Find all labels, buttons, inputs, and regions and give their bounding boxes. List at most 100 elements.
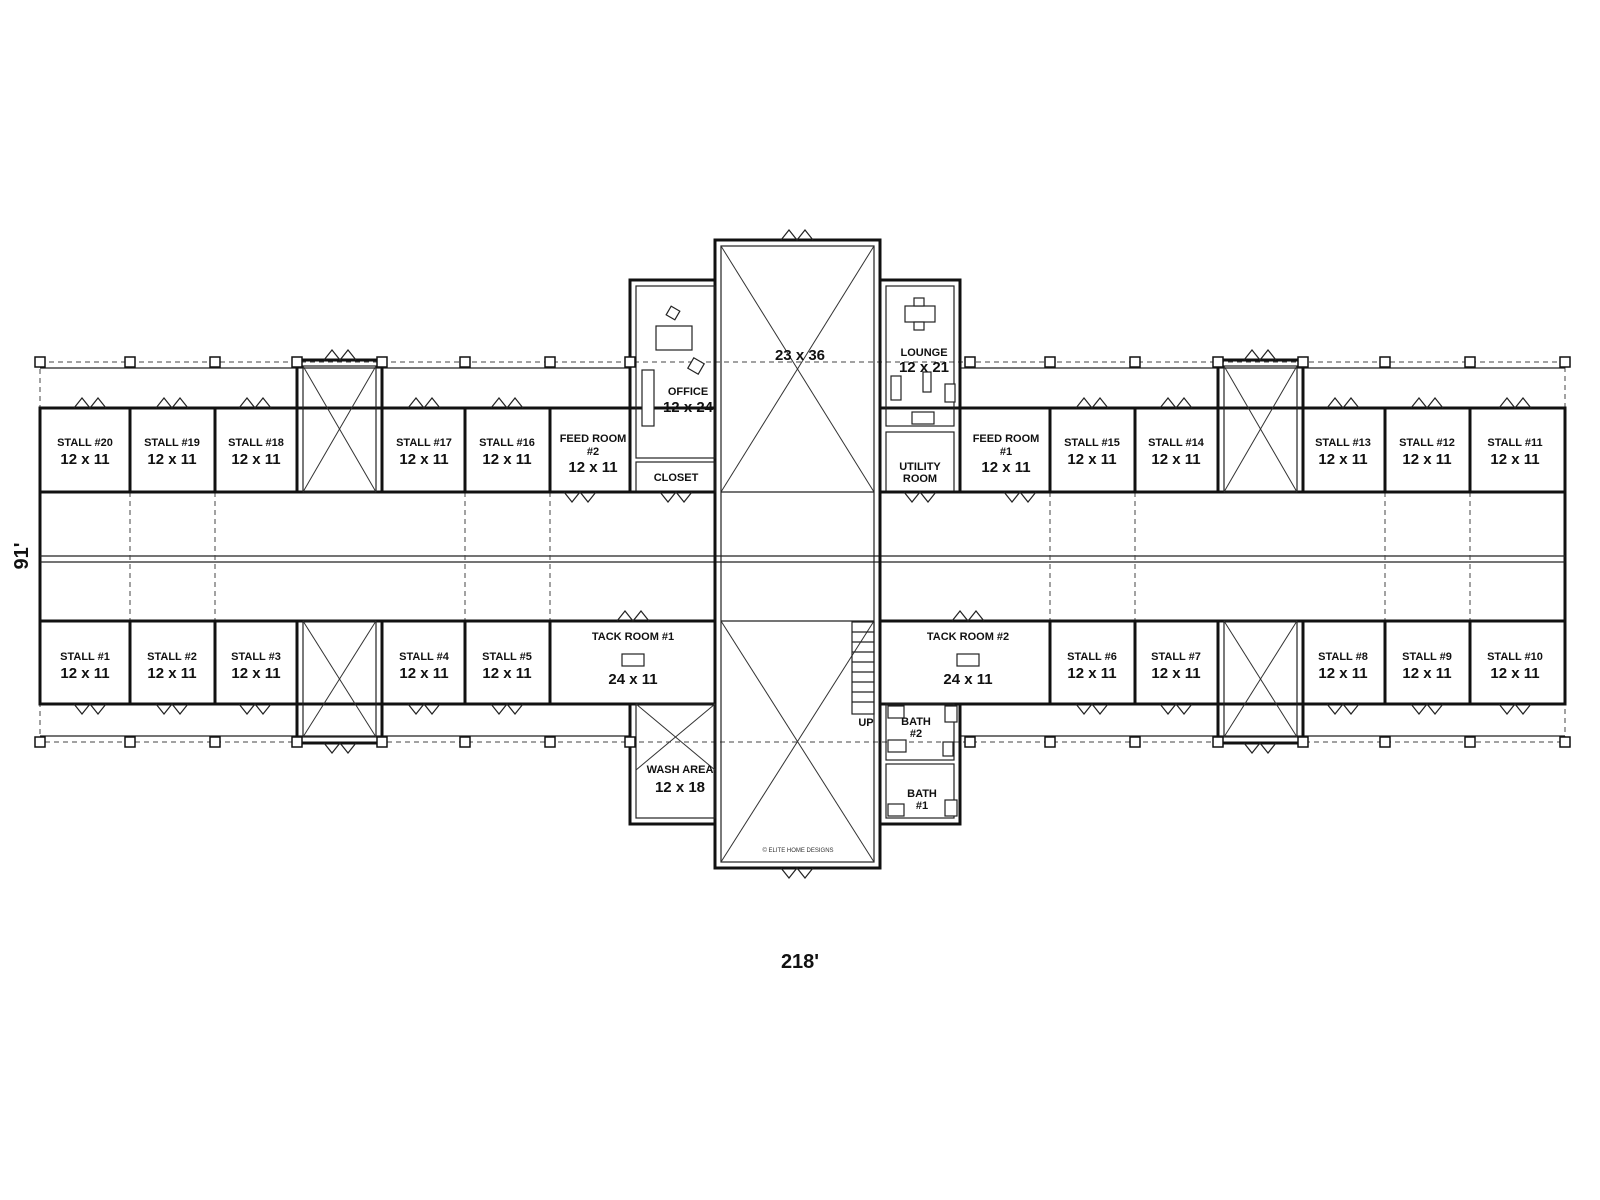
wash-area-dimension: 12 x 18 [655,779,705,796]
porch-post [291,356,303,368]
door-symbol [238,703,272,715]
stall-label: STALL #13 [1315,437,1371,449]
porch-post [1559,736,1571,748]
stall-dimension: 12 x 11 [60,451,109,468]
door-symbol [73,397,107,409]
stall-label: STALL #3 [231,651,281,663]
stall-label: STALL #9 [1402,651,1452,663]
stall-dimension: 12 x 11 [1067,665,1116,682]
staircase [851,621,875,715]
door-symbol [407,397,441,409]
office-label: OFFICE [668,386,708,398]
porch-post [291,736,303,748]
tack-room-2-fixture [956,653,980,667]
door-symbol [1075,703,1109,715]
door-symbol [155,397,189,409]
porch-post [459,356,471,368]
porch-post [544,356,556,368]
door-symbol [1498,703,1532,715]
stall-label: STALL #2 [147,651,197,663]
porch-post [1297,356,1309,368]
porch-post [1464,356,1476,368]
stall-label: STALL #1 [60,651,110,663]
door-symbol [659,491,693,503]
porch-post [376,356,388,368]
porch-post [624,736,636,748]
stall-label: STALL #6 [1067,651,1117,663]
stall-dimension: 12 x 11 [60,665,109,682]
stall-label: STALL #7 [1151,651,1201,663]
stall-label: STALL #11 [1487,437,1542,449]
stall-label: STALL #15 [1064,437,1120,449]
porch-post [1464,736,1476,748]
door-symbol [780,867,814,879]
door-symbol [563,491,597,503]
porch-post [964,736,976,748]
porch-post [624,356,636,368]
feed-room-1-dimension: 12 x 11 [981,459,1030,476]
feed-room-1-label: FEED ROOM [973,433,1040,445]
stair-up-label: UP [858,717,873,729]
stall-dimension: 12 x 11 [1402,451,1451,468]
bath-2-label: BATH [901,716,931,728]
stall-label: STALL #14 [1148,437,1205,449]
door-symbol [951,610,985,622]
stall-dimension: 12 x 11 [482,665,531,682]
stall-label: STALL #17 [396,437,452,449]
designer-credit: © ELITE HOME DESIGNS [762,847,833,854]
tack-room-2-dimension: 24 x 11 [943,671,992,688]
porch-post [544,736,556,748]
stall-label: STALL #20 [57,437,113,449]
door-symbol [1243,742,1277,754]
door-symbol [490,703,524,715]
stall-label: STALL #5 [482,651,532,663]
door-symbol [1410,397,1444,409]
stall-dimension: 12 x 11 [399,665,448,682]
stall-label: STALL #8 [1318,651,1368,663]
office-dimension: 12 x 24 [663,399,714,416]
tack-room-2-label: TACK ROOM #2 [927,631,1009,643]
stall-dimension: 12 x 11 [1067,451,1116,468]
porch-post [459,736,471,748]
porch-post [1129,356,1141,368]
stall-label: STALL #19 [144,437,200,449]
lounge-dimension: 12 x 21 [899,359,949,376]
stall-dimension: 12 x 11 [1318,451,1367,468]
porch-post [1044,356,1056,368]
door-symbol [1410,703,1444,715]
stall-dimension: 12 x 11 [231,665,280,682]
door-symbol [780,229,814,241]
bath-1-label: BATH [907,788,937,800]
door-symbol [1159,703,1193,715]
porch-post [1559,356,1571,368]
utility-label: UTILITY [899,461,941,473]
porch-post [1044,736,1056,748]
tack-room-1-label: TACK ROOM #1 [592,631,674,643]
feed-room-1-number: #1 [1000,446,1012,458]
stall-dimension: 12 x 11 [1151,451,1200,468]
bath-2-number: #2 [910,728,922,740]
door-symbol [1159,397,1193,409]
porch-post [209,356,221,368]
tack-room-1-fixture [621,653,645,667]
porch-post [964,356,976,368]
stall-labels: STALL #20 12 x 11 STALL #19 12 x 11 STALL #1… [57,437,1543,682]
stall-label: STALL #18 [228,437,284,449]
closet-label: CLOSET [654,472,699,484]
stall-dimension: 12 x 11 [1151,665,1200,682]
porch-post [34,736,46,748]
porch-posts [34,356,1571,748]
utility-label-2: ROOM [903,473,937,485]
top-row-walls [40,408,1565,494]
porch-post [1212,356,1224,368]
porch-post [34,356,46,368]
porch-post [124,736,136,748]
stall-dimension: 12 x 11 [231,451,280,468]
doors [73,229,1532,879]
feed-room-2-label: FEED ROOM [560,433,627,445]
porch-post [1297,736,1309,748]
stall-dimension: 12 x 11 [147,451,196,468]
door-symbol [1003,491,1037,503]
door-symbol [1075,397,1109,409]
